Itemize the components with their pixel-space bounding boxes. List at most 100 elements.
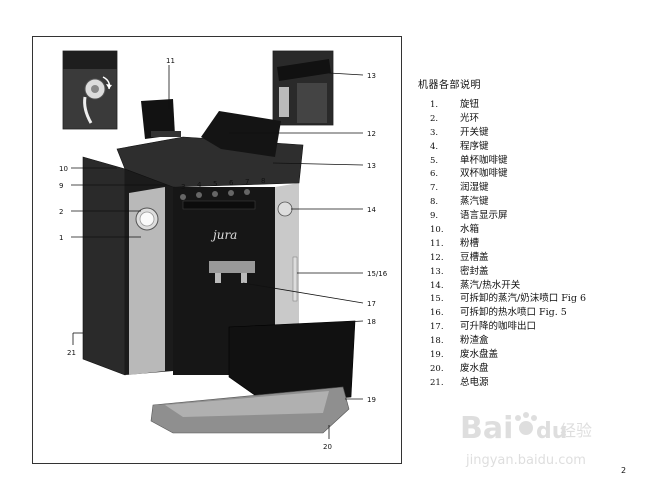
- part-label: 旋钮: [460, 99, 480, 110]
- list-item: 12. 豆槽盖: [430, 251, 586, 265]
- callout-17: 17: [367, 300, 376, 308]
- part-label: 语言显示屏: [460, 210, 508, 222]
- callout-15-16: 15/16: [367, 270, 388, 278]
- list-item: 19. 废水盘盖: [430, 348, 586, 362]
- watermark-url: jingyan.baidu.com: [465, 453, 586, 468]
- powder-chute: [141, 99, 175, 139]
- list-item: 3. 开关键: [430, 126, 586, 140]
- part-number: 12.: [430, 252, 444, 263]
- watermark-brand-tail: du: [536, 419, 567, 444]
- list-item: 14. 蒸汽/热水开关: [430, 279, 586, 293]
- watermark-tagline: 经验: [560, 421, 592, 440]
- inset-knob-detail: [62, 50, 118, 130]
- part-label: 蒸汽键: [460, 196, 489, 208]
- steam-knob: [277, 201, 293, 217]
- brand-logo: jura: [210, 228, 237, 242]
- drip-tray-cover: [165, 391, 329, 417]
- silver-side-panel-right: [275, 183, 299, 367]
- coffee-spout: [209, 261, 255, 283]
- part-number: 8.: [430, 197, 439, 208]
- callout-9: 9: [59, 182, 63, 190]
- list-item: 9. 语言显示屏: [430, 209, 586, 223]
- callout-5: 5: [213, 180, 217, 188]
- part-label: 单杯咖啡键: [460, 154, 508, 166]
- callout-1: 1: [59, 234, 63, 242]
- list-item: 4. 程序键: [430, 140, 586, 154]
- part-number: 17.: [430, 322, 444, 333]
- part-number: 11.: [430, 238, 444, 249]
- part-number: 2.: [430, 113, 439, 124]
- part-number: 18.: [430, 336, 444, 347]
- part-label: 废水盘盖: [460, 349, 499, 361]
- list-item: 13.密封盖: [430, 265, 586, 279]
- part-number: 19.: [430, 350, 444, 361]
- list-item: 10. 水箱: [430, 223, 586, 237]
- part-number: 6.: [430, 169, 439, 180]
- list-item: 15. 可拆卸的蒸汽/奶沫喷口 Fig 6: [430, 292, 586, 306]
- part-label: 程序键: [460, 140, 489, 152]
- callouts: 11 12 13 13 10 9 2 1 3 4 5 6 7 8 14 15/1…: [59, 57, 388, 451]
- callout-13: 13: [367, 162, 376, 170]
- list-item: 17.可升降的咖啡出口: [430, 320, 586, 334]
- machine-figure: jura: [32, 36, 402, 464]
- callout-8: 8: [261, 177, 265, 185]
- silver-side-panel-left: [129, 187, 165, 375]
- list-item: 7.润湿键: [430, 181, 586, 195]
- callout-3: 3: [181, 183, 185, 191]
- parts-title: 机器各部说明: [418, 80, 481, 91]
- callout-7: 7: [245, 178, 249, 186]
- part-number: 10.: [430, 225, 444, 236]
- part-label: 光环: [460, 112, 480, 124]
- callout-2: 2: [59, 208, 63, 216]
- part-label: 废水盘: [460, 362, 489, 374]
- page-number: 2: [621, 466, 627, 475]
- list-item: 11. 粉槽: [430, 237, 586, 251]
- part-number: 9.: [430, 211, 439, 222]
- inset-lid-detail: [272, 50, 334, 126]
- leader-lines: [71, 65, 364, 439]
- steam-nozzle: [292, 256, 298, 302]
- list-item: 8. 蒸汽键: [430, 195, 586, 209]
- part-label: 双杯咖啡键: [460, 168, 508, 180]
- part-number: 20.: [430, 363, 444, 374]
- control-buttons: [180, 189, 256, 210]
- part-label: 可拆卸的热水喷口 Fig. 5: [460, 307, 567, 319]
- coffee-machine-diagram: jura: [59, 50, 388, 451]
- paw-icon: [515, 412, 537, 435]
- callout-11: 11: [166, 57, 175, 65]
- part-number: 14.: [430, 280, 444, 291]
- part-number: 5.: [430, 155, 439, 166]
- list-item: 2. 光环: [430, 112, 586, 126]
- water-tank: [82, 156, 126, 376]
- part-number: 7.: [430, 183, 439, 194]
- part-label: 可拆卸的蒸汽/奶沫喷口 Fig 6: [460, 293, 586, 305]
- part-label: 豆槽盖: [460, 251, 489, 263]
- list-item: 21.总电源: [430, 376, 586, 390]
- callout-19: 19: [367, 396, 376, 404]
- callout-20: 20: [323, 443, 332, 451]
- part-number: 15.: [430, 294, 444, 305]
- list-item: 16. 可拆卸的热水喷口 Fig. 5: [430, 306, 586, 320]
- watermark-brand: Bai: [460, 411, 513, 446]
- part-label: 粉渣盒: [460, 335, 489, 347]
- list-item: 5. 单杯咖啡键: [430, 154, 586, 168]
- callout-18: 18: [367, 318, 376, 326]
- part-number: 16.: [430, 308, 444, 319]
- part-label: 粉槽: [460, 237, 480, 249]
- part-number: 13.: [430, 266, 444, 277]
- callout-10: 10: [59, 165, 68, 173]
- callout-6: 6: [229, 179, 234, 187]
- part-label: 水箱: [460, 224, 480, 236]
- part-number: 4.: [430, 141, 439, 152]
- list-item: 6. 双杯咖啡键: [430, 167, 586, 181]
- list-item: 20. 废水盘: [430, 362, 586, 376]
- callout-13-inset: 13: [367, 72, 376, 80]
- callout-21: 21: [67, 349, 76, 357]
- list-item: 18. 粉渣盒: [430, 334, 586, 348]
- list-item: 1.旋钮: [430, 98, 586, 112]
- part-label: 开关键: [460, 126, 489, 138]
- baidu-watermark: Bai du 经验 jingyan.baidu.com: [456, 392, 606, 472]
- part-number: 3.: [430, 127, 439, 138]
- part-label: 蒸汽/热水开关: [460, 279, 521, 291]
